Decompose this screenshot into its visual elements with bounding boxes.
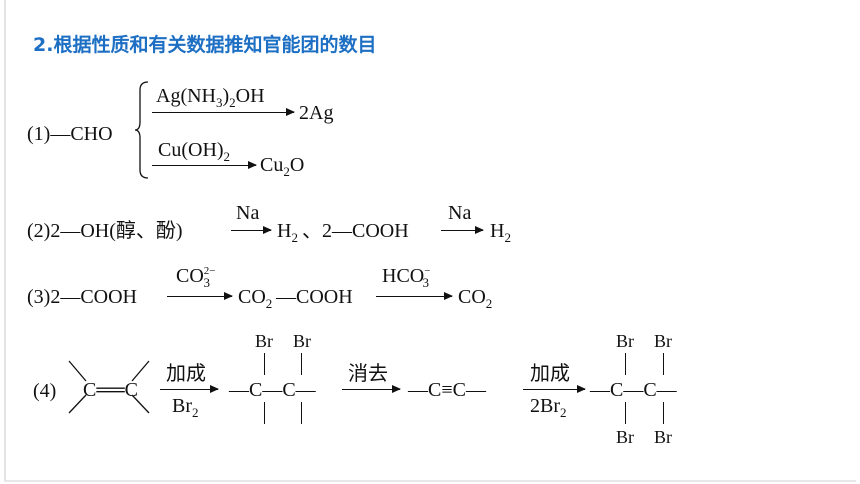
item3-product1: CO2: [238, 286, 273, 311]
item2-reagent1: Na: [236, 202, 260, 224]
item2-prefix: (2)2—OH(醇、酚): [27, 220, 183, 242]
tetrabromide-br-top-left: Br: [616, 331, 634, 351]
dibromide-bond-up-right: [301, 353, 302, 375]
dibromide-bond-down-left: [264, 402, 265, 424]
item2-product1: H2: [277, 220, 298, 245]
left-brace-icon: [134, 81, 149, 179]
tetrabromide-br-top-right: Br: [654, 331, 672, 351]
item2-arrow2: [441, 226, 484, 234]
item3-arrow2: [376, 292, 453, 300]
item1-top-product: 2Ag: [299, 102, 334, 124]
item1-top-arrow: [152, 108, 295, 116]
item3-reagent1: CO2−3: [176, 265, 216, 290]
item2-reagent2: Na: [448, 202, 472, 224]
tetrabromide-bond-up-left: [625, 353, 626, 375]
step3-arrow: [523, 385, 586, 393]
slide-frame: [4, 0, 856, 482]
item3-arrow1: [167, 292, 233, 300]
item3-product2: CO2: [458, 286, 493, 311]
item2-separator: 、2—COOH: [302, 220, 409, 242]
step2-arrow: [342, 385, 401, 393]
item1-bottom-arrow: [152, 161, 257, 169]
item1-prefix: (1)—CHO: [27, 123, 113, 145]
item2-product2: H2: [490, 220, 511, 245]
item3-prefix: (3)2—COOH: [27, 286, 137, 308]
item3-reagent2: HCO−3: [382, 265, 431, 290]
alkene-bonds-icon: [68, 360, 150, 414]
item4-prefix: (4): [33, 380, 57, 402]
step3-condition-top: 加成: [530, 363, 570, 385]
item3-mid: —COOH: [276, 286, 353, 308]
tetrabromide-br-bottom-right: Br: [654, 427, 672, 447]
item2-arrow1: [231, 226, 272, 234]
tetrabromide-bond-down-right: [663, 402, 664, 424]
dibromide-bond-up-left: [264, 353, 265, 375]
step3-condition-bottom: 2Br2: [530, 395, 567, 420]
step1-condition-bottom: Br2: [172, 395, 199, 420]
dibromide-br-right: Br: [293, 331, 311, 351]
section-title: 2.根据性质和有关数据推知官能团的数目: [33, 34, 377, 56]
tetrabromide-core: —C—C—: [590, 379, 677, 401]
item1-bottom-product: Cu2O: [260, 154, 305, 179]
item1-bottom-reagent: Cu(OH)2: [158, 139, 231, 164]
dibromide-core: —C—C—: [229, 379, 316, 401]
step1-condition-top: 加成: [166, 363, 206, 385]
tetrabromide-br-bottom-left: Br: [616, 427, 634, 447]
tetrabromide-bond-up-right: [663, 353, 664, 375]
step1-arrow: [160, 385, 219, 393]
tetrabromide-bond-down-left: [625, 402, 626, 424]
dibromide-bond-down-right: [301, 402, 302, 424]
dibromide-br-left: Br: [255, 331, 273, 351]
alkyne: —C≡C—: [408, 379, 486, 401]
step2-condition-top: 消去: [348, 363, 388, 385]
item1-top-reagent: Ag(NH3)2OH: [156, 85, 265, 110]
alkene-core: C══C: [83, 379, 139, 401]
